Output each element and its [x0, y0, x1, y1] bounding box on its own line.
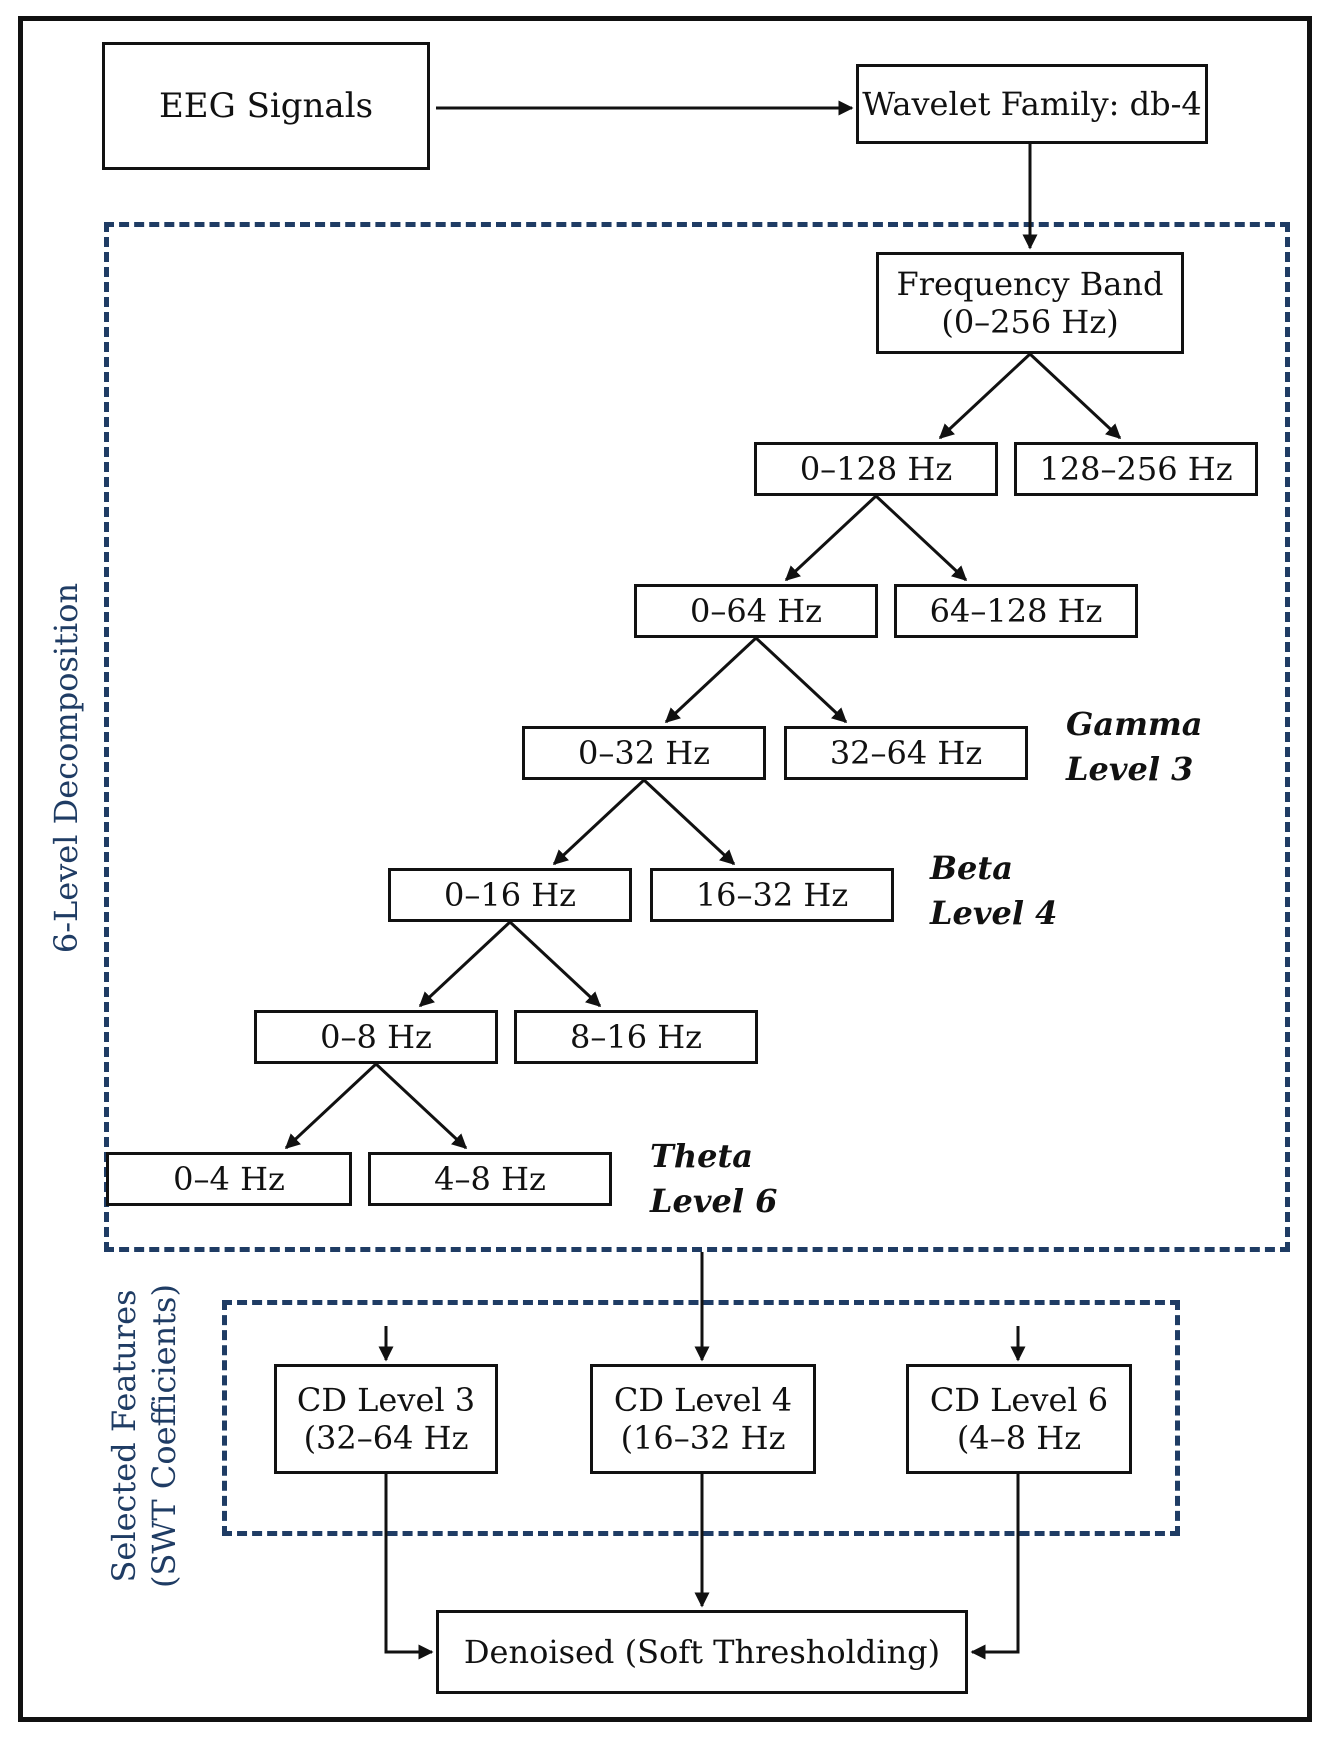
arrow-l5-to-l6-low	[284, 1062, 378, 1150]
level-5-high-box: 8–16 Hz	[514, 1010, 758, 1064]
eeg-signals-box: EEG Signals	[102, 42, 430, 170]
arrow-l1-to-l2-low	[784, 494, 878, 582]
level-4-high-box: 16–32 Hz	[650, 868, 894, 922]
level-4-low-box: 0–16 Hz	[388, 868, 632, 922]
level-6-low-box: 0–4 Hz	[106, 1152, 352, 1206]
wavelet-family-box: Wavelet Family: db-4	[856, 64, 1208, 144]
level-1-low-box: 0–128 Hz	[754, 442, 998, 496]
level-2-low-box: 0–64 Hz	[634, 584, 878, 638]
level-1-high-box: 128–256 Hz	[1014, 442, 1258, 496]
cd-level-4-box: CD Level 4 (16–32 Hz	[590, 1364, 816, 1474]
arrow-l3-to-l4-low	[552, 778, 646, 866]
outer-frame	[18, 16, 1312, 1722]
arrow-cd3-to-output	[384, 1474, 434, 1660]
arrow-l3-to-l4-high	[642, 778, 736, 866]
denoised-output-box: Denoised (Soft Thresholding)	[436, 1610, 968, 1694]
level-5-low-box: 0–8 Hz	[254, 1010, 498, 1064]
cd-level-6-box: CD Level 6 (4–8 Hz	[906, 1364, 1132, 1474]
theta-level-6-label: Theta Level 6	[650, 1137, 778, 1220]
level-3-high-box: 32–64 Hz	[784, 726, 1028, 780]
arrow-l4-to-l5-low	[418, 920, 512, 1008]
level-2-high-box: 64–128 Hz	[894, 584, 1138, 638]
decomposition-region	[104, 222, 1290, 1252]
frequency-band-root-box: Frequency Band (0–256 Hz)	[876, 252, 1184, 354]
gamma-level-3-label: Gamma Level 3	[1066, 705, 1203, 788]
arrow-l2-to-l3-low	[664, 636, 758, 724]
arrow-cd6-to-output	[970, 1474, 1020, 1660]
arrow-l2-to-l3-high	[754, 636, 848, 724]
arrow-root-to-l1-high	[1028, 352, 1122, 440]
beta-level-4-label: Beta Level 4	[930, 849, 1058, 932]
level-3-low-box: 0–32 Hz	[522, 726, 766, 780]
arrow-l4-to-l5-high	[508, 920, 602, 1008]
cd-level-3-box: CD Level 3 (32–64 Hz	[274, 1364, 498, 1474]
arrow-root-to-l1-low	[938, 352, 1032, 440]
arrow-l1-to-l2-high	[874, 494, 968, 582]
level-6-high-box: 4–8 Hz	[368, 1152, 612, 1206]
arrow-l5-to-l6-high	[374, 1062, 468, 1150]
